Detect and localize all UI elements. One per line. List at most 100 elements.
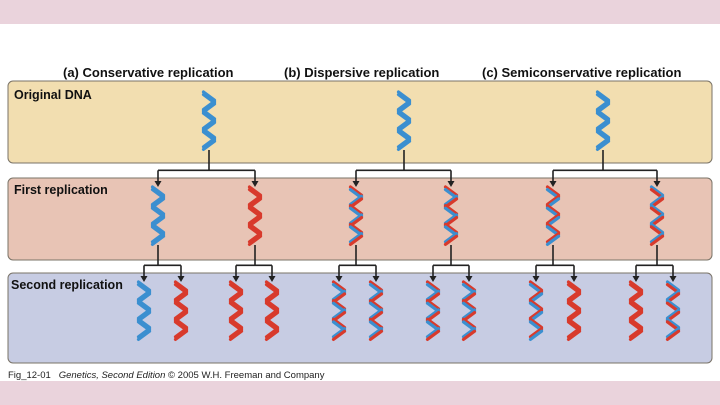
dna-strand-segment <box>461 280 477 292</box>
dna-strand-segment <box>173 280 189 292</box>
arrowhead-icon <box>154 181 162 187</box>
slide: (a) Conservative replication (b) Dispers… <box>0 24 720 381</box>
arrowhead-icon <box>352 181 360 187</box>
dna-helix-c-s1 <box>528 280 544 341</box>
dna-strand-segment <box>264 329 280 341</box>
dna-strand-segment <box>545 204 561 216</box>
branch-original-to-first <box>154 150 259 187</box>
dna-strand-segment <box>247 222 263 235</box>
branch-original-to-first <box>549 150 661 187</box>
dna-strand-segment <box>443 204 459 216</box>
dna-strand-segment <box>665 317 681 330</box>
dna-strand-segment <box>566 329 582 341</box>
dna-strand-segment <box>368 308 384 320</box>
dna-strand-segment <box>665 289 681 302</box>
dna-strand-segment <box>566 280 582 292</box>
dna-strand-segment <box>136 308 152 320</box>
dna-strand-segment <box>443 222 459 235</box>
dna-helix-a-orig <box>201 90 217 152</box>
branch-first-to-second <box>232 245 276 282</box>
arrowhead-icon <box>632 276 640 282</box>
dna-strand-segment <box>461 289 477 302</box>
dna-strand-segment <box>628 327 644 339</box>
dna-strand-segment <box>545 213 561 225</box>
dna-strand-segment <box>136 299 152 311</box>
dna-strand-segment <box>649 222 665 235</box>
dna-strand-segment <box>628 329 644 341</box>
dna-strand-segment <box>396 99 412 112</box>
heading-semiconservative: (c) Semiconservative replication <box>482 65 681 80</box>
dna-strand-segment <box>665 329 681 341</box>
dna-strand-segment <box>228 280 244 292</box>
branch-original-to-first <box>352 150 455 187</box>
dna-strand-segment <box>461 327 477 339</box>
dna-strand-segment <box>396 139 412 152</box>
dna-strand-segment <box>665 308 681 320</box>
caption-credit: © 2005 W.H. Freeman and Company <box>168 370 325 381</box>
dna-helix-b-s4 <box>461 280 477 341</box>
dna-strand-segment <box>201 137 217 149</box>
dna-strand-segment <box>264 308 280 320</box>
dna-strand-segment <box>136 317 152 330</box>
dna-strand-segment <box>150 204 166 216</box>
dna-strand-segment <box>264 289 280 302</box>
arrowhead-icon <box>447 181 455 187</box>
dna-strand-segment <box>396 118 412 130</box>
branch-connectors <box>140 150 677 282</box>
dna-strand-segment <box>331 289 347 302</box>
dna-strand-segment <box>247 234 263 246</box>
replication-figure: (a) Conservative replication (b) Dispers… <box>7 65 713 364</box>
dna-strand-segment <box>136 289 152 302</box>
dna-strand-segment <box>173 289 189 302</box>
arrowhead-icon <box>140 276 148 282</box>
dna-strand-segment <box>348 194 364 207</box>
branch-first-to-second <box>429 245 473 282</box>
dna-strand-segment <box>368 329 384 341</box>
dna-strand-segment <box>247 185 263 197</box>
branch-first-to-second <box>632 245 677 282</box>
original-dna-band <box>7 80 713 164</box>
dna-strand-segment <box>247 213 263 225</box>
row-label-first: First replication <box>14 183 108 197</box>
dna-helix-a-s4 <box>264 280 280 341</box>
dna-strand-segment <box>566 308 582 320</box>
arrowhead-icon <box>268 276 276 282</box>
arrowhead-icon <box>251 181 259 187</box>
dna-strand-segment <box>201 127 217 140</box>
dna-strand-segment <box>649 185 665 197</box>
dna-helix-b-f2 <box>443 185 459 246</box>
arrowhead-icon <box>372 276 380 282</box>
dna-strand-segment <box>545 234 561 246</box>
dna-strand-segment <box>368 327 384 339</box>
dna-strand-segment <box>425 299 441 311</box>
arrowhead-icon <box>653 181 661 187</box>
dna-strand-segment <box>545 185 561 197</box>
dna-strand-segment <box>649 213 665 225</box>
heading-conservative: (a) Conservative replication <box>63 65 234 80</box>
arrowhead-icon <box>335 276 343 282</box>
dna-strand-segment <box>425 289 441 302</box>
arrowhead-icon <box>669 276 677 282</box>
figure-caption: Fig_12-01 Genetics, Second Edition © 200… <box>8 370 324 381</box>
dna-helix-a-s2 <box>173 280 189 341</box>
dna-helix-b-f1 <box>348 185 364 246</box>
dna-strand-segment <box>368 289 384 302</box>
dna-strand-segment <box>665 327 681 339</box>
dna-strand-segment <box>247 194 263 207</box>
dna-strand-segment <box>443 234 459 246</box>
dna-helix-b-s3 <box>425 280 441 341</box>
dna-helix-a-s3 <box>228 280 244 341</box>
dna-helix-b-s2 <box>368 280 384 341</box>
dna-strand-segment <box>443 213 459 225</box>
dna-strand-segment <box>595 139 611 152</box>
dna-helix-b-orig <box>396 90 412 152</box>
dna-strand-segment <box>649 234 665 246</box>
dna-strand-segment <box>628 289 644 302</box>
dna-strand-segment <box>425 317 441 330</box>
dna-strand-segment <box>545 222 561 235</box>
dna-strand-segment <box>201 139 217 152</box>
dna-strand-segment <box>247 204 263 216</box>
dna-strand-segment <box>443 194 459 207</box>
dna-helix-a-f2 <box>247 185 263 246</box>
dna-strand-segment <box>649 232 665 244</box>
